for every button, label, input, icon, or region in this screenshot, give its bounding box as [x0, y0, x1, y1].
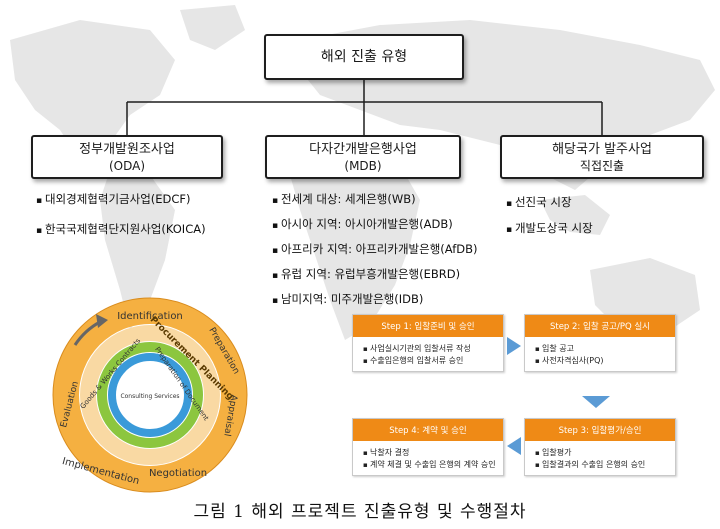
mdb-list: 전세계 대상: 세계은행(WB) 아시아 지역: 아시아개발은행(ADB) 아프…	[272, 190, 478, 311]
category-mdb: 다자간개발은행사업 (MDB)	[265, 135, 461, 179]
cycle-center	[118, 363, 182, 427]
arrow-down-icon	[582, 396, 610, 408]
list-item: 아시아 지역: 아시아개발은행(ADB)	[272, 215, 478, 236]
step-4-card: Step 4: 계약 및 승인 낙찰자 결정 계약 체결 및 수출입 은행의 계…	[352, 418, 504, 476]
category-oda-abbr: (ODA)	[108, 158, 146, 173]
category-mdb-abbr: (MDB)	[344, 158, 382, 173]
step-4-title: Step 4: 계약 및 승인	[353, 419, 503, 441]
list-item: 계약 체결 및 수출입 은행의 계약 승인	[363, 459, 497, 471]
list-item: 입찰결과의 수출입 은행의 승인	[535, 459, 669, 471]
list-item: 대외경제협력기금사업(EDCF)	[36, 191, 206, 209]
map-south-america	[100, 170, 175, 330]
root-title: 해외 진출 유형	[320, 48, 408, 65]
list-item: 사업실시기관의 입찰서류 작성	[363, 343, 497, 355]
list-item: 개발도상국 시장	[506, 217, 593, 241]
root-node: 해외 진출 유형	[264, 34, 464, 80]
list-item: 수출입은행의 입찰서류 승인	[363, 355, 497, 367]
step-2-card: Step 2: 입찰 공고/PQ 실시 입찰 공고 사전자격심사(PQ)	[524, 314, 676, 372]
list-item: 유럽 지역: 유럽부흥개발은행(EBRD)	[272, 265, 478, 286]
category-direct: 해당국가 발주사업 직접진출	[500, 135, 704, 179]
list-item: 선진국 시장	[506, 191, 593, 215]
category-mdb-name: 다자간개발은행사업	[309, 141, 417, 157]
list-item: 사전자격심사(PQ)	[535, 355, 669, 367]
arrow-left-icon	[507, 437, 521, 455]
cycle-label-negotiation: Negotiation	[149, 468, 207, 479]
list-item: 한국국제협력단지원사업(KOICA)	[36, 221, 206, 239]
target-list: 선진국 시장 개발도상국 시장	[506, 191, 593, 241]
map-north-america	[10, 20, 175, 160]
oda-list: 대외경제협력기금사업(EDCF) 한국국제협력단지원사업(KOICA)	[36, 191, 206, 239]
list-item: 입찰평가	[535, 447, 669, 459]
list-item: 아프리카 지역: 아프리카개발은행(AfDB)	[272, 240, 478, 261]
category-direct-sub: 직접진출	[579, 158, 625, 173]
cycle-arrowhead-icon	[96, 314, 108, 328]
cycle-outer-ring-edge	[52, 297, 248, 493]
step-1-card: Step 1: 입찰준비 및 승인 사업실시기관의 입찰서류 작성 수출입은행의…	[352, 314, 504, 372]
cycle-middle-ring	[80, 325, 220, 465]
arrow-right-icon	[507, 337, 521, 355]
step-2-title: Step 2: 입찰 공고/PQ 실시	[525, 315, 675, 337]
list-item: 낙찰자 결정	[363, 447, 497, 459]
step-3-title: Step 3: 입찰평가/승인	[525, 419, 675, 441]
map-australia	[590, 258, 700, 330]
list-item: 입찰 공고	[535, 343, 669, 355]
step-1-title: Step 1: 입찰준비 및 승인	[353, 315, 503, 337]
category-direct-name: 해당국가 발주사업	[552, 141, 652, 157]
map-greenland	[180, 5, 245, 50]
category-oda-name: 정부개발원조사업	[79, 141, 175, 157]
figure-caption: 그림 1 해외 프로젝트 진출유형 및 수행절차	[193, 502, 527, 522]
step-flow-arrows	[507, 337, 610, 455]
category-oda: 정부개발원조사업 (ODA)	[31, 135, 223, 179]
cycle-label-consulting: Consulting Services	[120, 393, 179, 400]
list-item: 남미지역: 미주개발은행(IDB)	[272, 290, 478, 311]
cycle-diagram: Identification Preparation Appraisal Neg…	[52, 297, 248, 493]
step-3-card: Step 3: 입찰평가/승인 입찰평가 입찰결과의 수출입 은행의 승인	[524, 418, 676, 476]
tree-connectors	[126, 80, 603, 135]
cycle-green-ring	[97, 342, 203, 448]
cycle-blue-ring	[108, 353, 192, 437]
cycle-outer-ring	[53, 298, 247, 492]
list-item: 전세계 대상: 세계은행(WB)	[272, 190, 478, 211]
cycle-label-identification: Identification	[117, 311, 183, 322]
